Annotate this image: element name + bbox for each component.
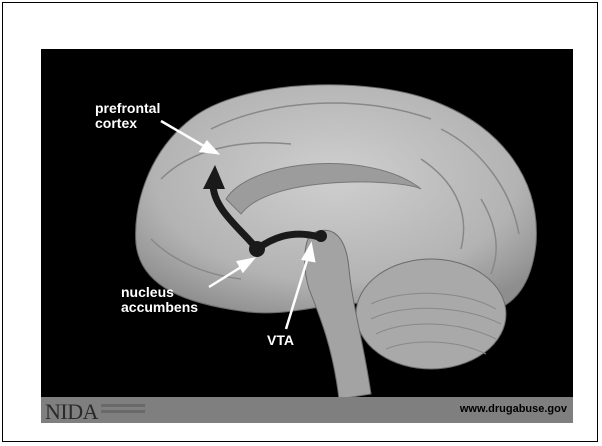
footer-bar: NIDA www.drugabuse.gov — [41, 397, 573, 423]
website-url: www.drugabuse.gov — [460, 403, 567, 415]
prefrontal-label-line1: prefrontal — [95, 101, 160, 116]
prefrontal-label-line2: cortex — [95, 116, 160, 131]
nida-logo-subtext-graphic — [101, 404, 145, 418]
nucleus-accumbens-label: nucleus accumbens — [121, 285, 198, 315]
vta-label: VTA — [267, 333, 294, 348]
vta-node — [315, 230, 327, 242]
accumbens-label-line1: nucleus — [121, 285, 198, 300]
prefrontal-cortex-label: prefrontal cortex — [95, 101, 160, 131]
nucleus-accumbens-node — [249, 241, 265, 257]
accumbens-label-line2: accumbens — [121, 300, 198, 315]
nida-logo: NIDA — [45, 399, 98, 423]
figure-frame: prefrontal cortex nucleus accumbens VTA … — [2, 2, 598, 442]
brain-diagram-panel: prefrontal cortex nucleus accumbens VTA … — [41, 49, 573, 423]
